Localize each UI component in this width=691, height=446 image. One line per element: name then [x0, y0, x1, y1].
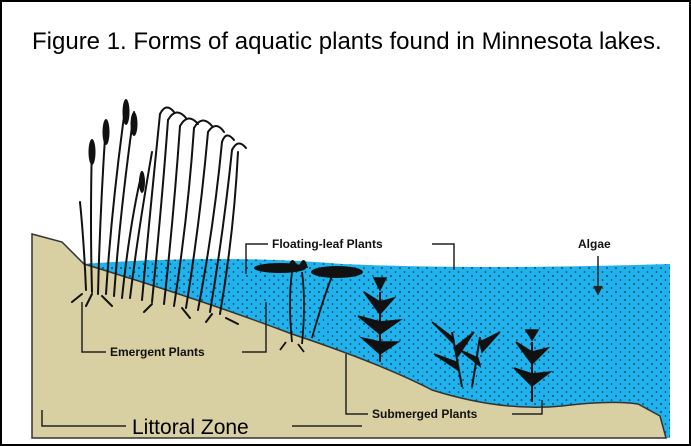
label-littoral-zone: Littoral Zone — [132, 416, 249, 439]
label-floating-leaf-plants: Floating-leaf Plants — [272, 237, 383, 251]
label-algae: Algae — [578, 237, 611, 251]
label-submerged-plants: Submerged Plants — [372, 407, 478, 421]
label-emergent-plants: Emergent Plants — [110, 345, 205, 359]
